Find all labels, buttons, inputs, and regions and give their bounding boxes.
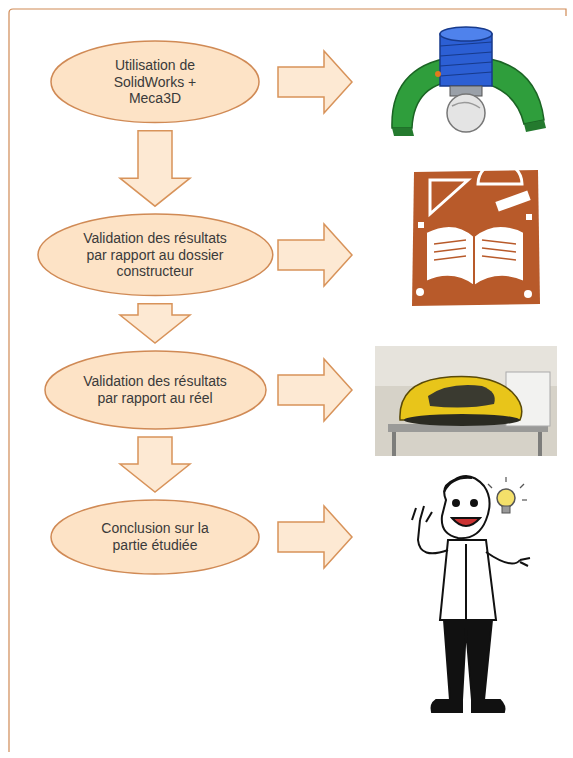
- process-ellipse: Conclusion sur la partie étudiée: [50, 499, 260, 575]
- node-text-box: Validation des résultats par rapport au …: [75, 230, 235, 280]
- process-ellipse: Validation des résultats par rapport au …: [37, 213, 274, 297]
- block-arrow: [120, 437, 190, 492]
- node-text-box: Utilisation de SolidWorks + Meca3D: [103, 57, 207, 107]
- node-text-box: Conclusion sur la partie étudiée: [97, 520, 213, 554]
- node-text-box: Validation des résultats par rapport au …: [80, 373, 230, 407]
- node-label: Conclusion sur la partie étudiée: [97, 520, 213, 554]
- idea-cartoon: [412, 476, 530, 712]
- block-arrow: [120, 304, 190, 343]
- block-arrow: [120, 131, 190, 206]
- process-ellipse: Utilisation de SolidWorks + Meca3D: [50, 40, 260, 124]
- side-arrows: [278, 51, 352, 568]
- node-label: Validation des résultats par rapport au …: [80, 373, 230, 407]
- manual-icon: [412, 162, 540, 306]
- frame-line: [9, 9, 566, 752]
- light-bulb: [485, 477, 527, 513]
- process-ellipse: Validation des résultats par rapport au …: [44, 350, 267, 430]
- robot-mower-photo: [375, 346, 557, 456]
- cad-model: [392, 27, 546, 136]
- node-label: Validation des résultats par rapport au …: [75, 230, 235, 280]
- node-label: Utilisation de SolidWorks + Meca3D: [103, 57, 207, 107]
